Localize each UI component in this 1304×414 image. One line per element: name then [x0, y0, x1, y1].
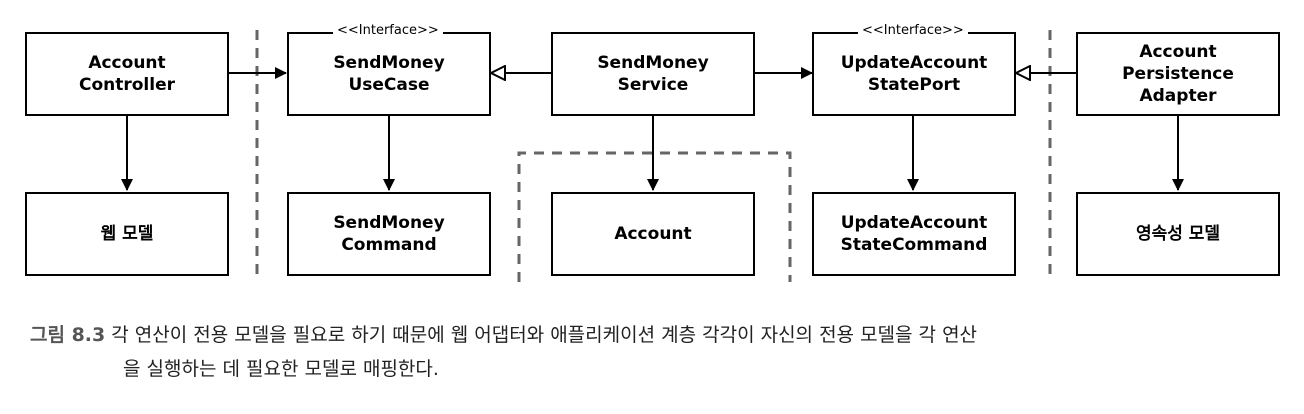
interface-stereotype-port: <<Interface>>: [858, 23, 968, 39]
caption-line-2: 을 실행하는 데 필요한 모델로 매핑한다.: [123, 358, 439, 380]
interface-stereotype-usecase: <<Interface>>: [333, 23, 443, 39]
update-account-state-command-box: UpdateAccount StateCommand: [812, 192, 1016, 276]
figure-caption: 그림 8.3 각 연산이 전용 모델을 필요로 하기 때문에 웹 어댑터와 애플…: [30, 318, 1280, 386]
send-money-service-box: SendMoney Service: [551, 32, 755, 116]
account-controller-box: Account Controller: [25, 32, 229, 116]
update-account-state-port-box: UpdateAccount StatePort: [812, 32, 1016, 116]
send-money-command-box: SendMoney Command: [287, 192, 491, 276]
account-persistence-adapter-box: Account Persistence Adapter: [1076, 32, 1280, 116]
web-model-box: 웹 모델: [25, 192, 229, 276]
caption-line-1: 각 연산이 전용 모델을 필요로 하기 때문에 웹 어댑터와 애플리케이션 계층…: [105, 324, 978, 346]
account-box: Account: [551, 192, 755, 276]
persistence-model-box: 영속성 모델: [1076, 192, 1280, 276]
architecture-diagram: [121, 30, 1184, 282]
send-money-use-case-box: SendMoney UseCase: [287, 32, 491, 116]
figure-label: 그림 8.3: [30, 324, 106, 346]
